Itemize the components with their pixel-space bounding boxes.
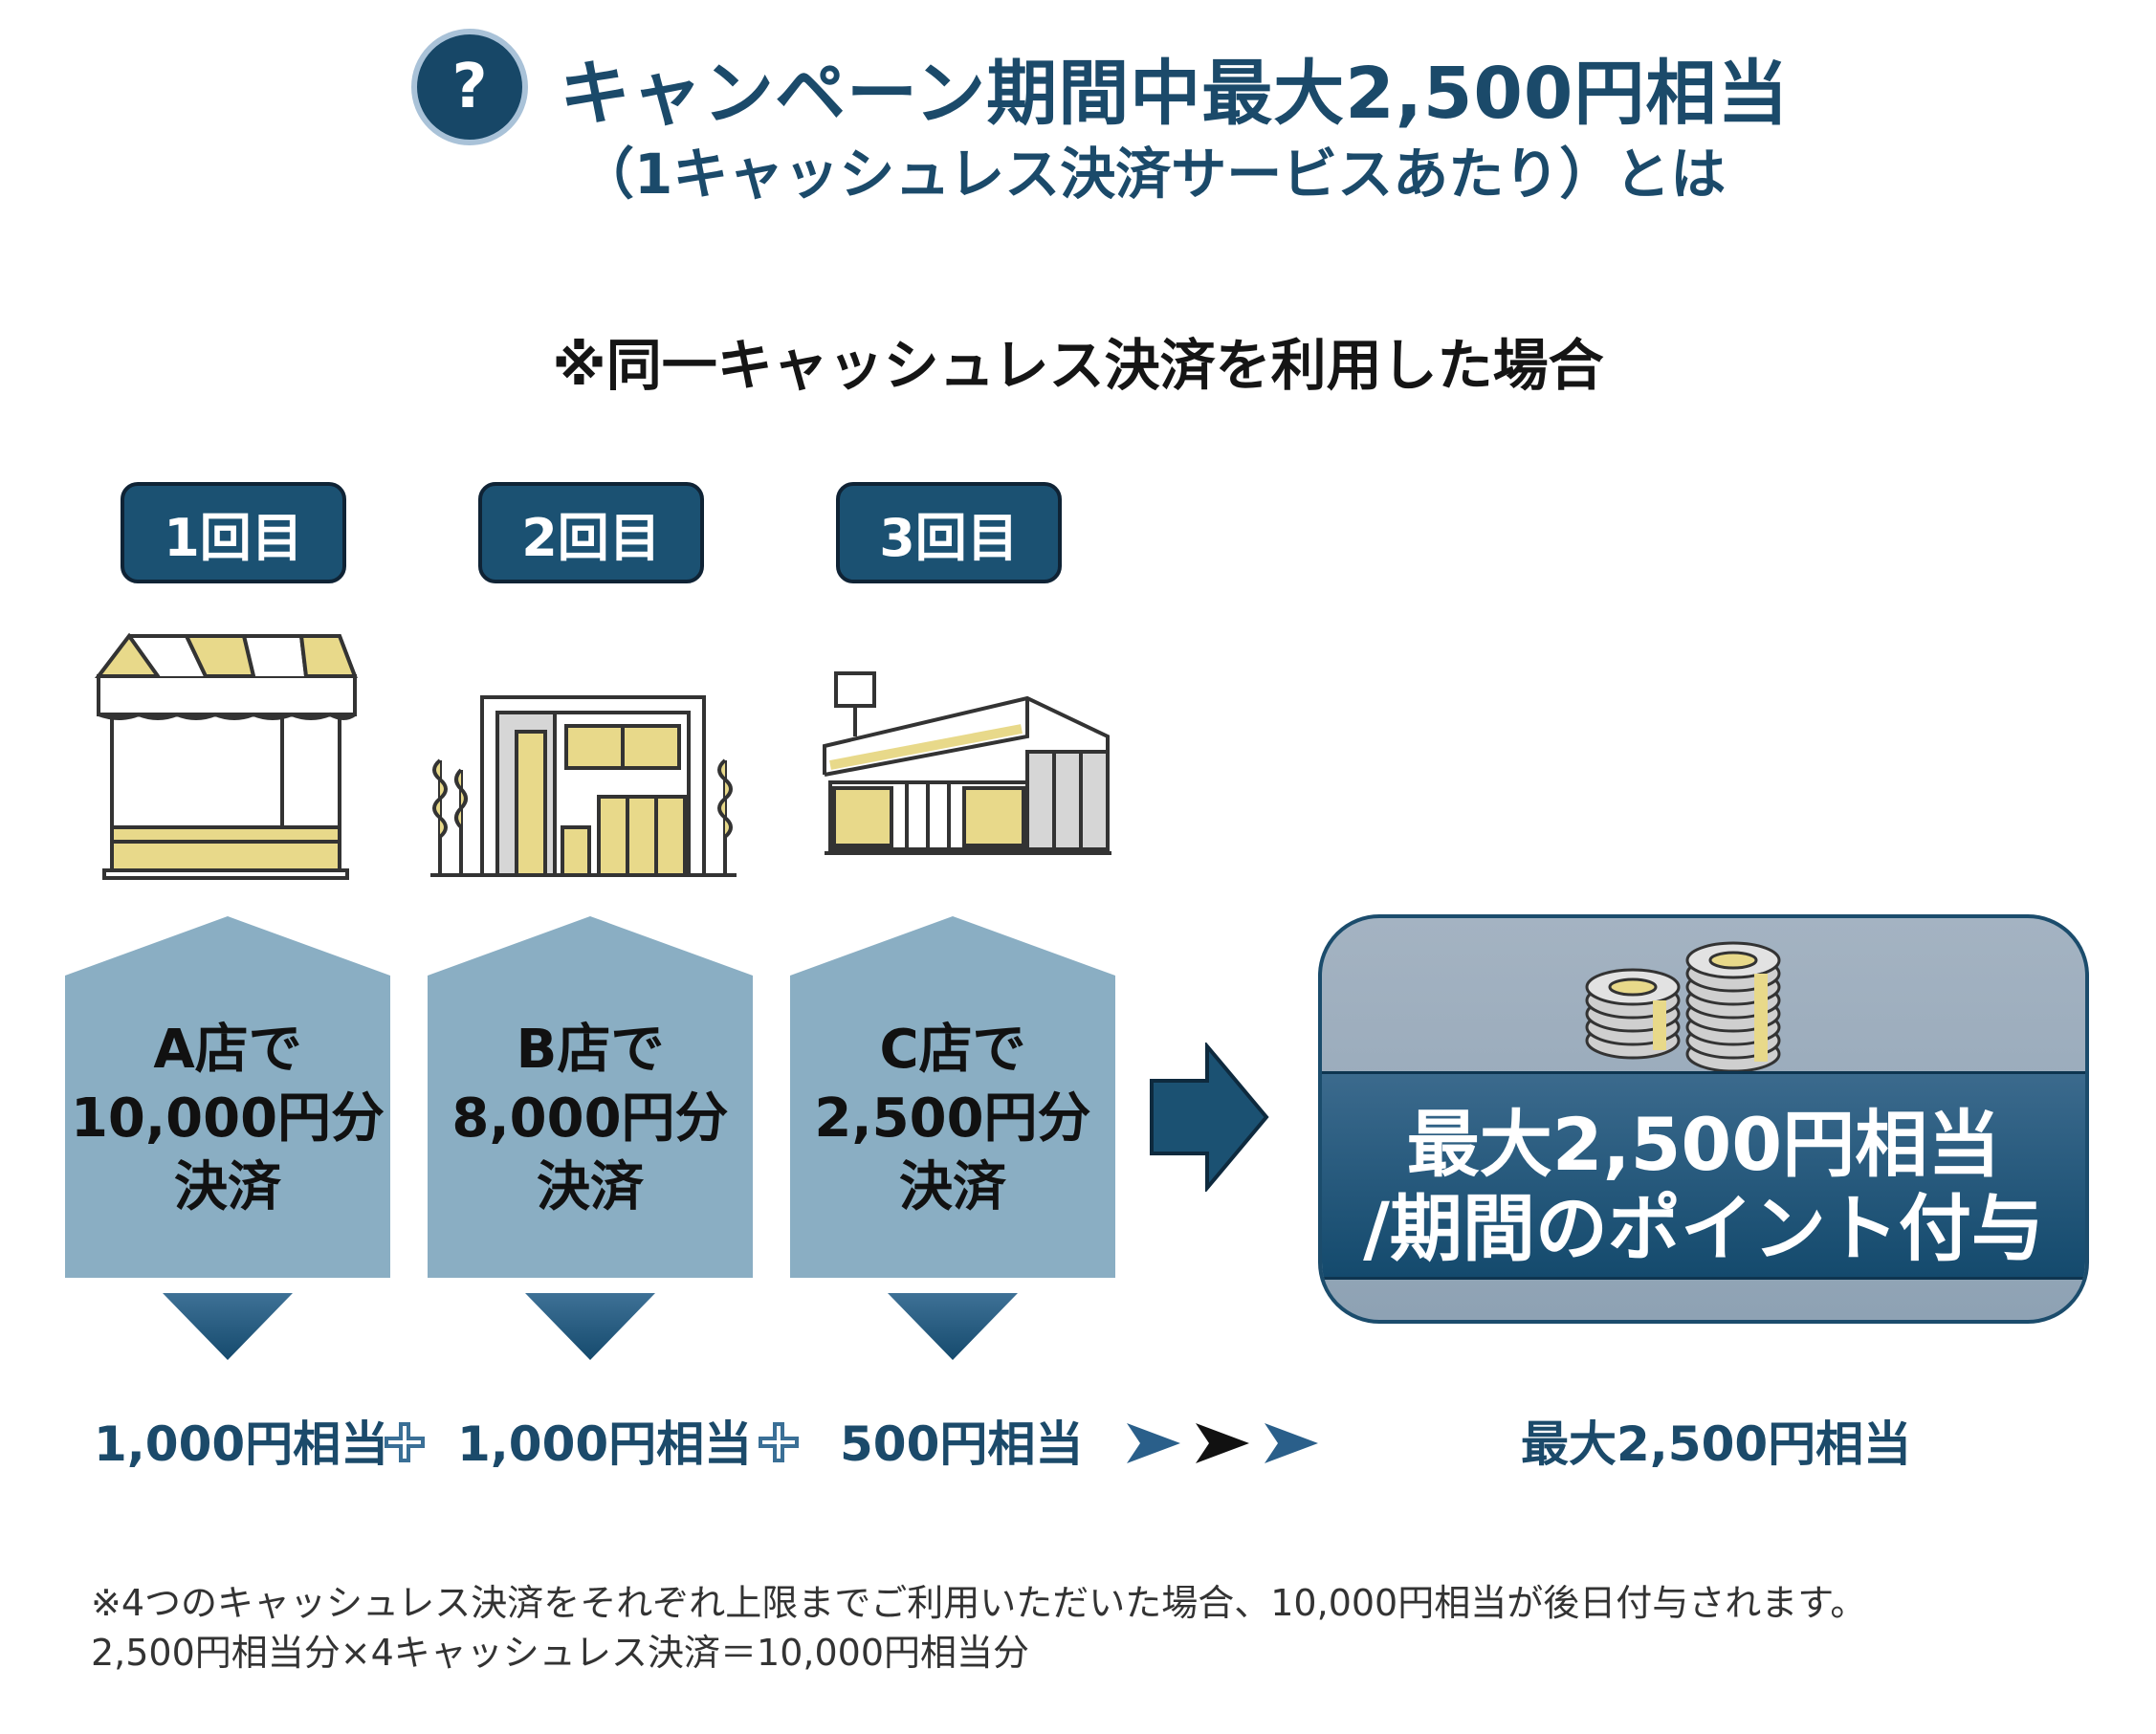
amount-1: 1,000円相当 bbox=[94, 1416, 389, 1472]
result-point-grant: /期間のポイント付与 bbox=[1363, 1186, 2044, 1271]
footnote: ※4つのキャッシュレス決済をそれぞれ上限までご利用いただいた場合、10,000円… bbox=[91, 1578, 1866, 1678]
step-3-amount: 2,500円分 bbox=[814, 1087, 1091, 1150]
plus-icon bbox=[385, 1422, 425, 1462]
page-title: キャンペーン期間中最大2,500円相当 bbox=[560, 53, 1790, 135]
plus-icon bbox=[759, 1422, 799, 1462]
coin-stack-icon bbox=[1585, 941, 1781, 1071]
step-label-3: 3回目 bbox=[836, 482, 1062, 583]
step-label-1: 1回目 bbox=[121, 482, 346, 583]
triple-arrow-icon bbox=[1127, 1423, 1318, 1463]
footnote-line-1: ※4つのキャッシュレス決済をそれぞれ上限までご利用いただいた場合、10,000円… bbox=[91, 1582, 1867, 1624]
result-max-amount: 最大2,500円相当 bbox=[1406, 1102, 2001, 1187]
down-triangle-icon bbox=[163, 1293, 293, 1360]
right-arrow-icon bbox=[1150, 1043, 1269, 1192]
step-1-store: A店で bbox=[153, 1019, 302, 1081]
step-2-store: B店で bbox=[516, 1019, 665, 1081]
step-label-2: 2回目 bbox=[478, 482, 704, 583]
page-title-sub: （1キャッシュレス決済サービスあたり）とは bbox=[579, 142, 1727, 207]
market-stall-icon bbox=[94, 632, 358, 880]
step-2-amount: 8,000円分 bbox=[451, 1087, 729, 1150]
question-icon: ? bbox=[411, 29, 528, 145]
result-band: 最大2,500円相当 /期間のポイント付与 bbox=[1322, 1071, 2085, 1280]
total-amount: 最大2,500円相当 bbox=[1521, 1416, 1912, 1472]
convenience-store-icon bbox=[823, 671, 1111, 855]
step-box-1 bbox=[65, 916, 390, 1278]
building-icon bbox=[430, 695, 737, 877]
step-1-action: 決済 bbox=[174, 1156, 281, 1218]
step-2-action: 決済 bbox=[537, 1156, 644, 1218]
step-text-2: B店で 8,000円分 決済 bbox=[429, 1016, 751, 1222]
step-3-store: C店で bbox=[879, 1019, 1026, 1081]
condition-subtitle: ※同一キャッシュレス決済を利用した場合 bbox=[552, 333, 1604, 398]
step-box-2 bbox=[428, 916, 753, 1278]
step-text-3: C店で 2,500円分 決済 bbox=[792, 1016, 1113, 1222]
result-box: 最大2,500円相当 /期間のポイント付与 bbox=[1318, 914, 2089, 1324]
amount-3: 500円相当 bbox=[840, 1416, 1084, 1472]
down-triangle-icon bbox=[525, 1293, 655, 1360]
step-1-amount: 10,000円分 bbox=[70, 1087, 385, 1150]
step-box-3 bbox=[790, 916, 1115, 1278]
step-3-action: 決済 bbox=[899, 1156, 1006, 1218]
down-triangle-icon bbox=[888, 1293, 1018, 1360]
footnote-line-2: 2,500円相当分×4キャッシュレス決済＝10,000円相当分 bbox=[91, 1632, 1030, 1674]
amount-2: 1,000円相当 bbox=[457, 1416, 753, 1472]
step-text-1: A店で 10,000円分 決済 bbox=[67, 1016, 388, 1222]
